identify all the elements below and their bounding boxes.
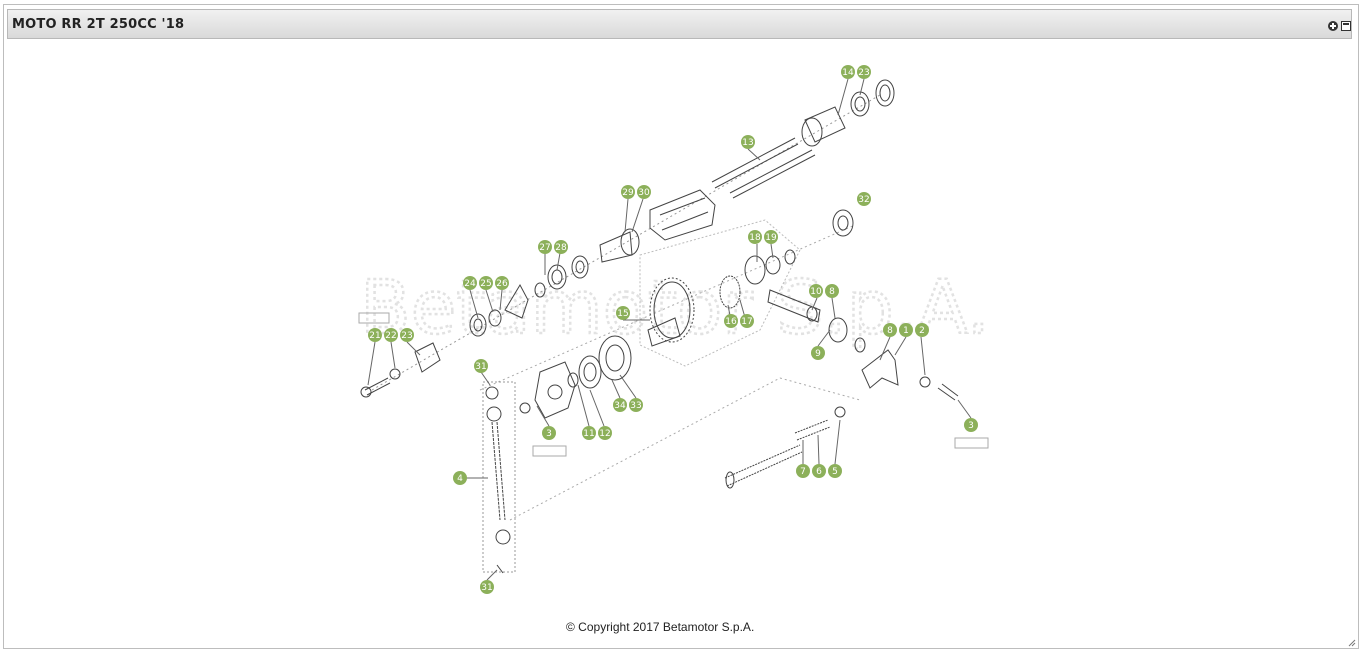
svg-text:12: 12 — [599, 429, 610, 439]
parts-panel — [3, 4, 1359, 649]
callout-group: 14 23 13 29 30 32 27 28 18 19 24 25 26 1… — [368, 65, 978, 594]
svg-text:23: 23 — [858, 68, 869, 78]
svg-text:22: 22 — [385, 331, 396, 341]
svg-text:17: 17 — [741, 317, 752, 327]
svg-text:21: 21 — [369, 331, 380, 341]
callout-8[interactable]: 8 — [825, 284, 839, 298]
svg-text:33: 33 — [630, 401, 641, 411]
svg-text:7: 7 — [800, 467, 806, 477]
svg-text:11: 11 — [583, 429, 594, 439]
copyright-text: © Copyright 2017 Betamotor S.p.A. — [566, 620, 755, 634]
window-icon[interactable] — [1341, 21, 1351, 31]
svg-text:28: 28 — [555, 243, 567, 253]
callout-7[interactable]: 7 — [796, 464, 810, 478]
svg-text:5: 5 — [832, 467, 838, 477]
svg-text:26: 26 — [496, 279, 508, 289]
callout-26[interactable]: 26 — [495, 276, 509, 290]
callout-19[interactable]: 19 — [764, 230, 778, 244]
callout-33[interactable]: 33 — [629, 398, 643, 412]
callout-25[interactable]: 25 — [479, 276, 493, 290]
callout-10[interactable]: 10 — [809, 284, 823, 298]
callout-18[interactable]: 18 — [748, 230, 762, 244]
callout-22[interactable]: 22 — [384, 328, 398, 342]
callout-34[interactable]: 34 — [613, 398, 627, 412]
panel-title: MOTO RR 2T 250CC '18 — [12, 17, 185, 32]
panel-titlebar: MOTO RR 2T 250CC '18 — [7, 9, 1352, 39]
svg-text:16: 16 — [725, 317, 737, 327]
svg-text:27: 27 — [539, 243, 550, 253]
svg-text:1: 1 — [903, 326, 909, 336]
callout-28[interactable]: 28 — [554, 240, 568, 254]
callout-24[interactable]: 24 — [463, 276, 477, 290]
svg-text:34: 34 — [614, 401, 626, 411]
svg-text:3: 3 — [546, 429, 552, 439]
callout-9[interactable]: 9 — [811, 346, 825, 360]
svg-text:31: 31 — [481, 583, 492, 593]
svg-text:31: 31 — [475, 362, 486, 372]
callout-12[interactable]: 12 — [598, 426, 612, 440]
callout-5[interactable]: 5 — [828, 464, 842, 478]
callout-17[interactable]: 17 — [740, 314, 754, 328]
svg-text:6: 6 — [816, 467, 822, 477]
callout-31b[interactable]: 31 — [480, 580, 494, 594]
svg-text:10: 10 — [810, 287, 822, 297]
callout-1[interactable]: 1 — [899, 323, 913, 337]
svg-text:15: 15 — [617, 309, 628, 319]
svg-text:3: 3 — [968, 421, 974, 431]
svg-text:23: 23 — [401, 331, 412, 341]
svg-text:24: 24 — [464, 279, 476, 289]
callout-11[interactable]: 11 — [582, 426, 596, 440]
callout-21[interactable]: 21 — [368, 328, 382, 342]
svg-text:32: 32 — [858, 195, 869, 205]
svg-text:30: 30 — [638, 188, 650, 198]
callout-31[interactable]: 31 — [474, 359, 488, 373]
svg-text:14: 14 — [842, 68, 854, 78]
callout-6[interactable]: 6 — [812, 464, 826, 478]
callout-4[interactable]: 4 — [453, 471, 467, 485]
callout-8b[interactable]: 8 — [883, 323, 897, 337]
svg-text:4: 4 — [457, 474, 463, 484]
callout-2[interactable]: 2 — [915, 323, 929, 337]
svg-text:8: 8 — [829, 287, 835, 297]
svg-text:13: 13 — [742, 138, 753, 148]
svg-text:29: 29 — [622, 188, 634, 198]
resize-grip-icon[interactable] — [1347, 638, 1356, 647]
callout-23b[interactable]: 23 — [400, 328, 414, 342]
callout-15[interactable]: 15 — [616, 306, 630, 320]
callout-13[interactable]: 13 — [741, 135, 755, 149]
svg-text:8: 8 — [887, 326, 893, 336]
callout-3b[interactable]: 3 — [542, 426, 556, 440]
callout-23[interactable]: 23 — [857, 65, 871, 79]
svg-text:25: 25 — [480, 279, 491, 289]
plus-circle-icon[interactable] — [1328, 21, 1338, 31]
callout-3[interactable]: 3 — [964, 418, 978, 432]
svg-text:18: 18 — [749, 233, 761, 243]
callout-14[interactable]: 14 — [841, 65, 855, 79]
callout-27[interactable]: 27 — [538, 240, 552, 254]
svg-text:2: 2 — [919, 326, 925, 336]
callout-29[interactable]: 29 — [621, 185, 635, 199]
callout-32[interactable]: 32 — [857, 192, 871, 206]
svg-text:19: 19 — [765, 233, 777, 243]
svg-text:9: 9 — [815, 349, 821, 359]
callout-30[interactable]: 30 — [637, 185, 651, 199]
callout-16[interactable]: 16 — [724, 314, 738, 328]
